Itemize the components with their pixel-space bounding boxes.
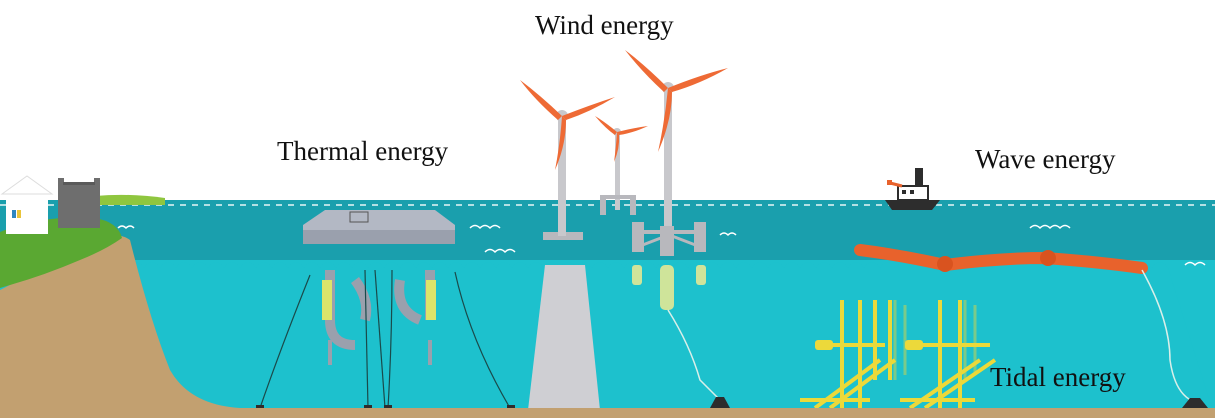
power-station-icon <box>58 178 100 228</box>
water-layer-boundary <box>0 262 1215 418</box>
seabed-floor <box>240 408 1215 418</box>
seabed <box>0 235 1215 418</box>
wave-marks <box>117 224 1206 267</box>
wind-energy-label: Wind energy <box>535 10 674 40</box>
wind-turbine-icon <box>625 50 728 256</box>
tidal-blade-blur <box>893 300 977 380</box>
distant-hill <box>95 194 165 205</box>
grass-hill <box>0 217 122 288</box>
wave-energy-label: Wave energy <box>975 144 1116 174</box>
wind-turbine-icon <box>595 116 648 215</box>
tidal-turbine-icon <box>815 340 923 350</box>
buoy-icon <box>632 265 730 408</box>
house-icon <box>0 175 54 234</box>
thermal-platform-icon <box>256 210 515 410</box>
tidal-energy-label: Tidal energy <box>990 362 1126 392</box>
wave-energy-converter-icon <box>854 244 1208 408</box>
boat-icon <box>885 168 940 210</box>
wind-turbine-icon <box>520 80 615 410</box>
thermal-energy-label: Thermal energy <box>277 136 449 166</box>
